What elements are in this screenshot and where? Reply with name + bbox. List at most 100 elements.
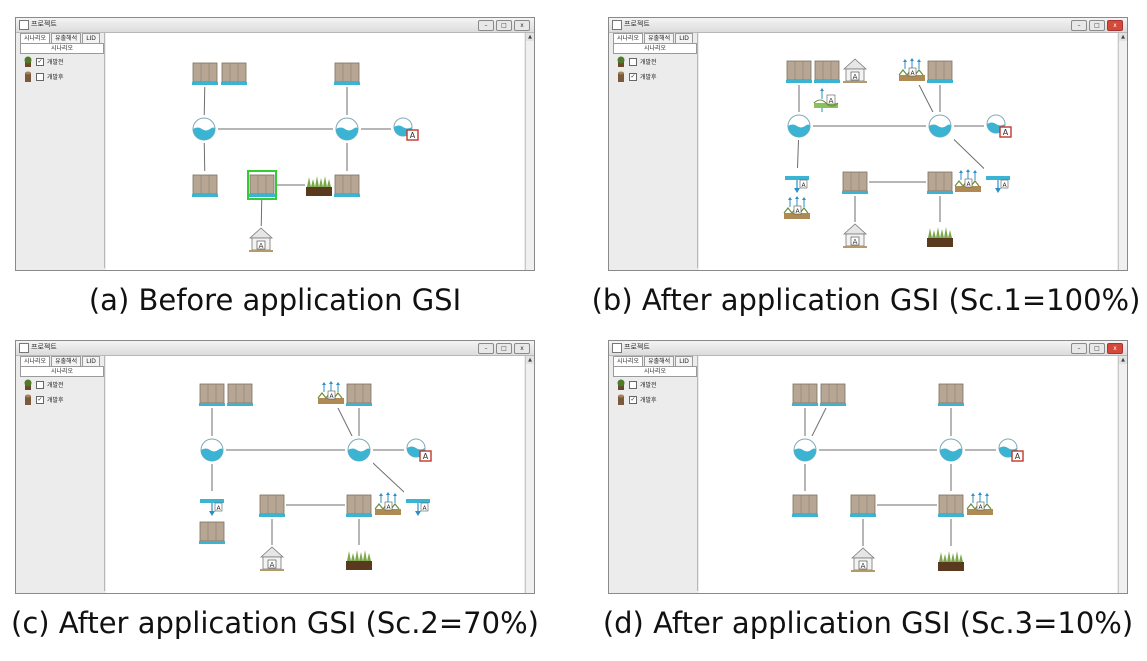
outfall-node[interactable]: A <box>391 115 419 143</box>
layer-checkbox[interactable] <box>36 72 44 81</box>
tab-runoff-analysis[interactable]: 유출해석 <box>644 33 675 43</box>
building-node[interactable] <box>258 491 286 519</box>
title-bar[interactable]: 프로젝트 – □ x <box>16 18 534 33</box>
tab-runoff-analysis[interactable]: 유출해석 <box>644 356 675 366</box>
minimize-button[interactable]: – <box>478 343 494 354</box>
layer-pre-development[interactable]: 개발전 <box>616 379 657 390</box>
layer-post-development[interactable]: ✓ 개발후 <box>23 394 64 405</box>
inflow-node[interactable]: A <box>783 168 811 196</box>
vertical-scrollbar[interactable]: ▲ <box>525 356 534 593</box>
building-node[interactable] <box>849 491 877 519</box>
close-button[interactable]: x <box>514 20 530 31</box>
layer-checkbox[interactable]: ✓ <box>36 395 44 404</box>
close-button[interactable]: x <box>1107 343 1123 354</box>
building-node[interactable] <box>813 57 841 85</box>
infiltration-node[interactable]: A <box>954 168 982 196</box>
scroll-up-arrow[interactable]: ▲ <box>526 356 534 364</box>
building-node[interactable] <box>345 380 373 408</box>
reservoir-node[interactable] <box>190 115 218 143</box>
tab-scenario[interactable]: 시나리오 <box>613 33 644 43</box>
scroll-up-arrow[interactable]: ▲ <box>1119 33 1127 41</box>
house-node[interactable]: A <box>841 222 869 250</box>
reservoir-node[interactable] <box>785 112 813 140</box>
reservoir-node[interactable] <box>333 115 361 143</box>
title-bar[interactable]: 프로젝트 – □ x <box>16 341 534 356</box>
building-node[interactable] <box>198 518 226 546</box>
vertical-scrollbar[interactable]: ▲ <box>1118 33 1127 270</box>
layer-post-development[interactable]: ✓ 개발후 <box>616 71 657 82</box>
building-node[interactable] <box>791 491 819 519</box>
infiltration-node[interactable]: A <box>783 195 811 223</box>
reservoir-node[interactable] <box>345 436 373 464</box>
network-canvas[interactable] <box>699 356 1117 593</box>
tab-runoff-analysis[interactable]: 유출해석 <box>51 356 82 366</box>
reservoir-node[interactable] <box>926 112 954 140</box>
infiltration-node[interactable]: A <box>966 491 994 519</box>
maximize-button[interactable]: □ <box>496 343 512 354</box>
grass-node[interactable] <box>345 545 373 573</box>
layer-checkbox[interactable] <box>629 57 637 66</box>
tab-scenario[interactable]: 시나리오 <box>20 356 51 366</box>
title-bar[interactable]: 프로젝트 – □ x <box>609 18 1127 33</box>
scroll-up-arrow[interactable]: ▲ <box>526 33 534 41</box>
inflow-node[interactable]: A <box>984 168 1012 196</box>
building-node[interactable] <box>247 170 277 200</box>
inflow-node[interactable]: A <box>404 491 432 519</box>
layer-checkbox[interactable] <box>36 380 44 389</box>
layer-pre-development[interactable]: 개발전 <box>616 56 657 67</box>
building-node[interactable] <box>333 171 361 199</box>
network-canvas[interactable] <box>106 356 524 593</box>
house-node[interactable]: A <box>258 545 286 573</box>
maximize-button[interactable]: □ <box>1089 20 1105 31</box>
scroll-up-arrow[interactable]: ▲ <box>1119 356 1127 364</box>
tab-lid[interactable]: LID <box>82 356 100 366</box>
layer-checkbox[interactable]: ✓ <box>629 395 637 404</box>
reservoir-node[interactable] <box>937 436 965 464</box>
vertical-scrollbar[interactable]: ▲ <box>525 33 534 270</box>
infiltration-node[interactable]: A <box>317 380 345 408</box>
tab-scenario[interactable]: 시나리오 <box>20 33 51 43</box>
building-node[interactable] <box>226 380 254 408</box>
minimize-button[interactable]: – <box>1071 20 1087 31</box>
building-node[interactable] <box>819 380 847 408</box>
minimize-button[interactable]: – <box>1071 343 1087 354</box>
building-node[interactable] <box>333 59 361 87</box>
building-node[interactable] <box>785 57 813 85</box>
infiltration-node[interactable]: A <box>374 491 402 519</box>
infiltration-node[interactable]: A <box>898 57 926 85</box>
maximize-button[interactable]: □ <box>496 20 512 31</box>
layer-pre-development[interactable]: ✓ 개발전 <box>23 56 64 67</box>
reservoir-node[interactable] <box>198 436 226 464</box>
layer-checkbox[interactable]: ✓ <box>629 72 637 81</box>
network-canvas[interactable] <box>106 33 524 270</box>
outfall-node[interactable]: A <box>404 436 432 464</box>
minimize-button[interactable]: – <box>478 20 494 31</box>
building-node[interactable] <box>220 59 248 87</box>
layer-checkbox[interactable] <box>629 380 637 389</box>
layer-pre-development[interactable]: 개발전 <box>23 379 64 390</box>
building-node[interactable] <box>198 380 226 408</box>
building-node[interactable] <box>926 168 954 196</box>
building-node[interactable] <box>191 171 219 199</box>
building-node[interactable] <box>937 491 965 519</box>
maximize-button[interactable]: □ <box>1089 343 1105 354</box>
grass-node[interactable] <box>305 171 333 199</box>
close-button[interactable]: x <box>1107 20 1123 31</box>
building-node[interactable] <box>791 380 819 408</box>
house-node[interactable]: A <box>247 226 275 254</box>
reservoir-node[interactable] <box>791 436 819 464</box>
tab-scenario[interactable]: 시나리오 <box>613 356 644 366</box>
tab-lid[interactable]: LID <box>675 356 693 366</box>
building-node[interactable] <box>191 59 219 87</box>
outfall-node[interactable]: A <box>996 436 1024 464</box>
tab-runoff-analysis[interactable]: 유출해석 <box>51 33 82 43</box>
title-bar[interactable]: 프로젝트 – □ x <box>609 341 1127 356</box>
layer-checkbox[interactable]: ✓ <box>36 57 44 66</box>
vertical-scrollbar[interactable]: ▲ <box>1118 356 1127 593</box>
building-node[interactable] <box>937 380 965 408</box>
building-node[interactable] <box>926 57 954 85</box>
layer-post-development[interactable]: 개발후 <box>23 71 64 82</box>
tab-lid[interactable]: LID <box>675 33 693 43</box>
house-node[interactable]: A <box>849 546 877 574</box>
grass-node[interactable] <box>937 546 965 574</box>
